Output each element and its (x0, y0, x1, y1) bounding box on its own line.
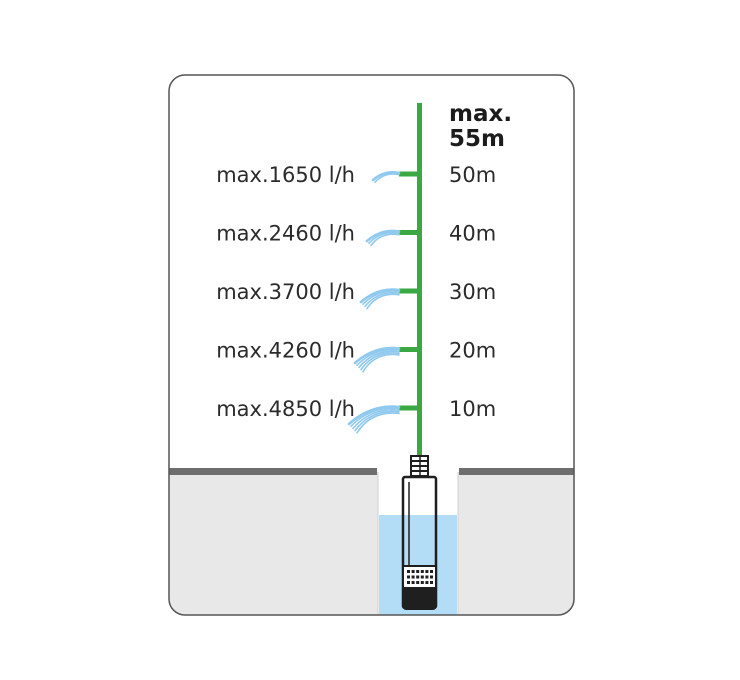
water-spray-icon (365, 229, 401, 247)
discharge-pipe (417, 103, 422, 458)
spray-stream (353, 346, 401, 365)
head-depth-label: 30m (449, 280, 496, 304)
intake-hole (425, 581, 429, 584)
intake-hole (420, 581, 424, 584)
spray-stream (365, 229, 401, 243)
spray-stream (364, 291, 400, 308)
ground (169, 472, 574, 615)
spray-stream (366, 293, 400, 310)
spray-stream (358, 350, 400, 369)
max-head-label-line1: max. (449, 101, 512, 127)
spray-stream (359, 288, 401, 304)
head-depth-label: 50m (449, 163, 496, 187)
branch-pipe (399, 230, 422, 235)
intake-hole (411, 575, 415, 579)
flow-rate-label: max.3700 l/h (216, 280, 355, 304)
submersible-pump-icon (401, 455, 438, 610)
intake-grid (407, 570, 433, 584)
flow-rate-label: max.1650 l/h (216, 163, 355, 187)
spray-stream (356, 412, 400, 434)
intake-hole (416, 570, 420, 573)
head-level-row: max.2460 l/h 40m (216, 222, 496, 247)
head-depth-label: 20m (449, 339, 496, 363)
head-level-row: max.3700 l/h 30m (216, 280, 496, 310)
intake-hole (411, 581, 415, 584)
flow-rate-label: max.4260 l/h (216, 339, 355, 363)
intake-hole (430, 570, 433, 573)
ground-surface-left (169, 468, 377, 475)
intake-hole (420, 575, 424, 579)
intake-hole (430, 575, 433, 579)
spray-stream (352, 409, 400, 430)
spray-stream (354, 410, 400, 432)
intake-hole (425, 570, 429, 573)
spray-stream (374, 173, 400, 183)
spray-stream (362, 290, 400, 305)
spray-stream (371, 171, 401, 182)
head-level-row: max.4260 l/h 20m (216, 339, 496, 373)
spray-stream (350, 407, 400, 427)
intake-hole (411, 570, 415, 573)
intake-hole (407, 575, 410, 579)
branch-pipe (399, 405, 422, 411)
branch-pipe (399, 347, 422, 352)
intake-hole (416, 575, 420, 579)
spray-stream (370, 233, 400, 247)
spray-stream (356, 348, 400, 366)
branch-pipe (399, 171, 422, 177)
head-depth-label: 10m (449, 397, 496, 421)
head-levels: max.1650 l/h 50m max.2460 l/h 40m max.3700 l… (216, 163, 496, 434)
spray-stream (368, 231, 400, 244)
intake-hole (407, 581, 410, 584)
spray-stream (347, 405, 401, 426)
intake-hole (407, 570, 410, 573)
spray-stream (360, 352, 400, 371)
intake-hole (425, 575, 429, 579)
spray-stream (362, 353, 400, 373)
diagram-frame (168, 74, 575, 616)
head-level-row: max.1650 l/h 50m (216, 163, 496, 187)
head-depth-label: 40m (449, 222, 496, 246)
water-spray-icon (359, 288, 401, 310)
ground-surface-right (459, 468, 574, 475)
water-spray-icon (371, 171, 401, 183)
max-head-label-line2: 55m (449, 126, 505, 152)
water-spray-icon (353, 346, 401, 373)
intake-hole (420, 570, 424, 573)
flow-rate-label: max.2460 l/h (216, 222, 355, 246)
intake-hole (430, 581, 433, 584)
water-spray-icon (347, 405, 401, 434)
flow-rate-label: max.4850 l/h (216, 397, 355, 421)
branch-pipe (399, 288, 422, 294)
head-level-row: max.4850 l/h 10m (216, 397, 496, 434)
intake-hole (416, 581, 420, 584)
